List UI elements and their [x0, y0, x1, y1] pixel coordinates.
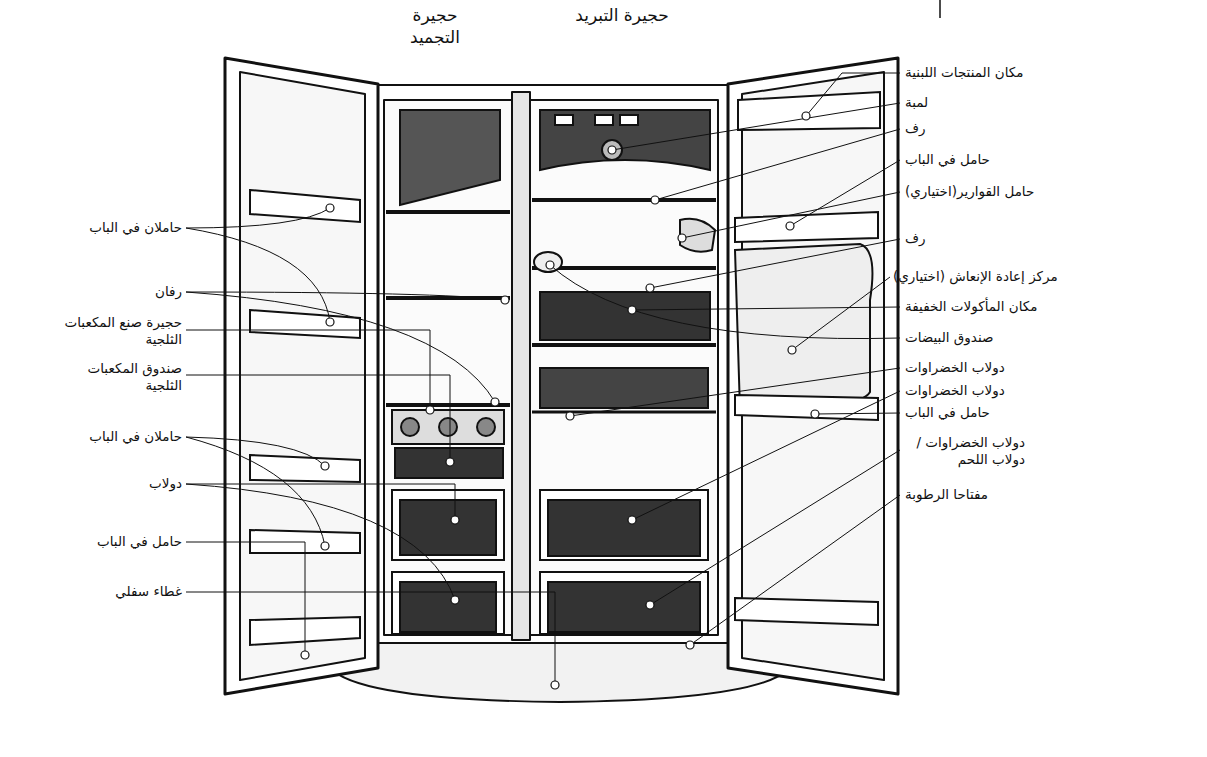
part-label: حاملان في الباب: [89, 219, 182, 236]
part-label: دولاب الخضراوات: [905, 382, 1005, 399]
part-label: مفتاحا الرطوبة: [905, 486, 988, 503]
compartment-heading: حجيرة التبريد: [574, 4, 670, 26]
part-label: حامل في الباب: [905, 404, 990, 421]
part-label: دولاب: [149, 475, 182, 492]
part-label: حاملان في الباب: [89, 428, 182, 445]
part-label: حجيرة صنع المكعبات الثلجية: [32, 314, 182, 348]
part-label: صندوق المكعبات الثلجية: [72, 360, 182, 394]
part-label: غطاء سفلي: [115, 583, 182, 600]
part-label: لمبة: [905, 94, 928, 111]
part-label: رف: [905, 230, 926, 247]
part-label: صندوق البيضات: [905, 329, 993, 346]
part-label: حامل في الباب: [97, 533, 182, 550]
part-label: رف: [905, 120, 926, 137]
compartment-heading: حجيرة التجميد: [387, 4, 483, 48]
part-label: مركز إعادة الإنعاش (اختياري): [893, 268, 1058, 285]
part-label: مكان المأكولات الخفيفة: [905, 298, 1037, 315]
part-label: مكان المنتجات اللبنية: [905, 64, 1023, 81]
part-label: رفان: [155, 283, 182, 300]
part-label: حامل في الباب: [905, 151, 990, 168]
part-label: حامل القوارير(اختياري): [905, 183, 1034, 200]
part-label: دولاب الخضراوات: [905, 359, 1005, 376]
part-label: دولاب الخضراوات /دولاب اللحم: [905, 434, 1025, 468]
